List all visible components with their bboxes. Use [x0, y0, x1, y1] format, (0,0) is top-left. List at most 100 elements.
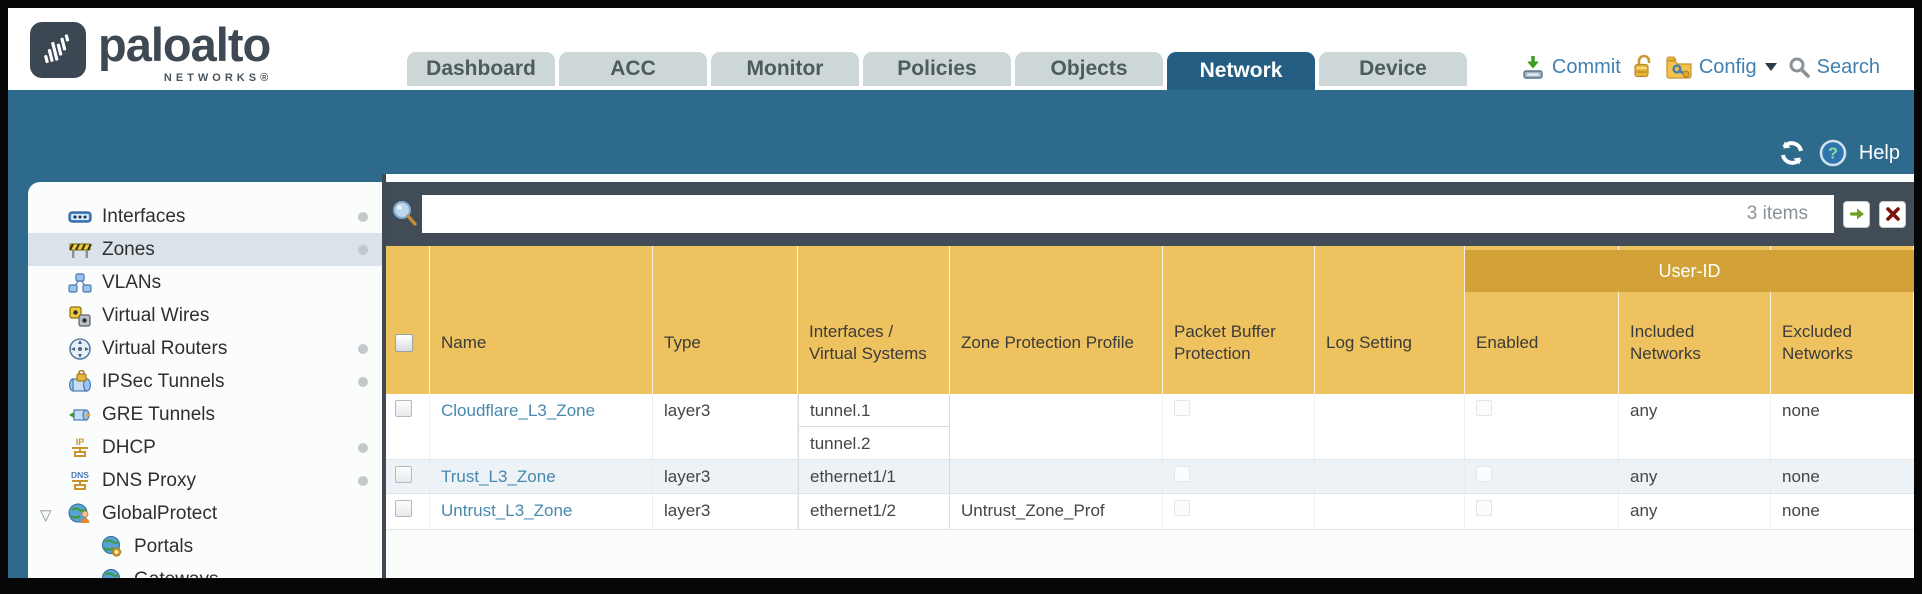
brand-subtitle: NETWORKS®: [163, 72, 273, 84]
svg-text:IP: IP: [76, 437, 85, 447]
tab-dashboard[interactable]: Dashboard: [407, 52, 555, 86]
header-excluded-networks[interactable]: Excluded Networks: [1771, 246, 1914, 394]
tab-device[interactable]: Device: [1319, 52, 1467, 86]
zone-protection-profile: [950, 394, 1163, 459]
sidebar-item-label: Portals: [134, 535, 194, 557]
tab-objects[interactable]: Objects: [1015, 52, 1163, 86]
header-log-setting[interactable]: Log Setting: [1315, 246, 1465, 394]
commit-label: Commit: [1551, 55, 1621, 78]
sidebar-item-label: DNS Proxy: [102, 469, 196, 491]
packet-buffer-checkbox[interactable]: [1174, 500, 1190, 516]
sidebar-item-label: Gateways: [134, 569, 218, 579]
interface-entry: tunnel.1: [799, 394, 949, 427]
svg-text:DNS: DNS: [71, 470, 89, 480]
excluded-networks: none: [1782, 467, 1820, 486]
zone-name-link[interactable]: Trust_L3_Zone: [441, 467, 556, 486]
sidebar-item-ipsec-tunnels[interactable]: IPSec Tunnels: [28, 365, 382, 398]
virtual-routers-icon: [68, 337, 92, 361]
header-select-all[interactable]: [386, 246, 430, 394]
sidebar-item-label: GRE Tunnels: [102, 403, 215, 425]
table-row: Trust_L3_Zone layer3 ethernet1/1 any non…: [386, 460, 1914, 494]
zone-name-link[interactable]: Untrust_L3_Zone: [441, 501, 573, 520]
row-checkbox[interactable]: [395, 466, 412, 483]
header-zone-protection-profile[interactable]: Zone Protection Profile: [950, 246, 1163, 394]
top-action-bar: Commit Config: [1520, 54, 1880, 80]
expander-triangle-icon[interactable]: ▽: [40, 507, 52, 524]
config-menu[interactable]: Config: [1665, 54, 1777, 80]
lock-icon[interactable]: [1631, 54, 1655, 80]
top-bar: paloalto NETWORKS® Dashboard ACC Monitor…: [8, 8, 1914, 90]
sidebar-item-globalprotect[interactable]: ▽ GlobalProtect: [28, 497, 382, 530]
zone-name-link[interactable]: Cloudflare_L3_Zone: [441, 401, 596, 420]
config-icon: [1666, 56, 1692, 79]
row-checkbox[interactable]: [395, 500, 412, 517]
header-included-networks[interactable]: Included Networks: [1619, 246, 1771, 394]
filter-bar: 3 items: [386, 182, 1914, 246]
sidebar-item-gateways[interactable]: Gateways: [28, 563, 382, 578]
network-sidebar: Interfaces Zones: [28, 182, 382, 578]
excluded-networks: none: [1782, 501, 1820, 520]
vlans-icon: [68, 271, 92, 295]
config-label: Config: [1698, 55, 1757, 78]
tab-monitor[interactable]: Monitor: [711, 52, 859, 86]
zone-protection-profile: Untrust_Zone_Prof: [950, 494, 1163, 529]
excluded-networks: none: [1782, 401, 1820, 420]
userid-enabled-checkbox[interactable]: [1476, 400, 1492, 416]
refresh-icon[interactable]: [1777, 138, 1807, 168]
red-x-icon: [1885, 207, 1900, 221]
filter-input[interactable]: [422, 195, 1834, 233]
userid-enabled-checkbox[interactable]: [1476, 500, 1492, 516]
header-name[interactable]: Name: [430, 246, 653, 394]
clear-filter-button[interactable]: [1879, 200, 1906, 228]
zone-protection-profile: [950, 460, 1163, 493]
sidebar-item-label: Interfaces: [102, 205, 186, 227]
packet-buffer-checkbox[interactable]: [1174, 466, 1190, 482]
sidebar-item-dhcp[interactable]: IP DHCP: [28, 431, 382, 464]
select-all-checkbox[interactable]: [395, 334, 413, 352]
interfaces-icon: [68, 205, 92, 229]
commit-icon: [1523, 56, 1543, 79]
sidebar-item-gre-tunnels[interactable]: GRE Tunnels: [28, 398, 382, 431]
paloalto-logo-icon: [30, 22, 86, 78]
brand-name: paloalto: [98, 18, 271, 71]
tab-policies[interactable]: Policies: [863, 52, 1011, 86]
sidebar-item-virtual-routers[interactable]: Virtual Routers: [28, 332, 382, 365]
interface-entry: ethernet1/2: [810, 501, 897, 520]
apply-filter-button[interactable]: [1843, 200, 1870, 228]
tab-network[interactable]: Network: [1167, 52, 1315, 90]
help-label: Help: [1858, 141, 1900, 164]
virtual-wires-icon: [68, 304, 92, 328]
search-menu[interactable]: Search: [1787, 55, 1880, 79]
zone-interfaces: tunnel.1 tunnel.2: [798, 394, 950, 459]
userid-enabled-checkbox[interactable]: [1476, 466, 1492, 482]
sidebar-item-label: Virtual Wires: [102, 304, 210, 326]
gateways-icon: [100, 568, 124, 578]
sidebar-item-zones[interactable]: Zones: [28, 233, 382, 266]
sidebar-item-label: GlobalProtect: [102, 502, 218, 524]
svg-text:?: ?: [1828, 146, 1838, 163]
sidebar-item-interfaces[interactable]: Interfaces: [28, 200, 382, 233]
sidebar-item-virtual-wires[interactable]: Virtual Wires: [28, 299, 382, 332]
table-header: Name Type Interfaces / Virtual Systems Z…: [386, 246, 1914, 394]
header-enabled[interactable]: Enabled: [1465, 246, 1619, 394]
log-setting: [1315, 494, 1465, 529]
sidebar-item-dns-proxy[interactable]: DNS DNS Proxy: [28, 464, 382, 497]
help-icon[interactable]: ?: [1819, 139, 1847, 167]
main-nav-tabs: Dashboard ACC Monitor Policies Objects N…: [407, 52, 1471, 90]
header-interfaces[interactable]: Interfaces / Virtual Systems: [798, 246, 950, 394]
zone-type: layer3: [653, 494, 798, 529]
item-dot: [358, 344, 368, 354]
sidebar-item-vlans[interactable]: VLANs: [28, 266, 382, 299]
dhcp-icon: IP: [68, 436, 92, 460]
header-packet-buffer-protection[interactable]: Packet Buffer Protection: [1163, 246, 1315, 394]
sidebar-item-portals[interactable]: Portals: [28, 530, 382, 563]
row-checkbox[interactable]: [395, 400, 412, 417]
tab-acc[interactable]: ACC: [559, 52, 707, 86]
commit-button[interactable]: Commit: [1520, 54, 1621, 80]
interface-entry: tunnel.2: [810, 434, 871, 453]
header-type[interactable]: Type: [653, 246, 798, 394]
item-dot: [358, 476, 368, 486]
packet-buffer-checkbox[interactable]: [1174, 400, 1190, 416]
gre-tunnels-icon: [68, 403, 92, 427]
zone-interfaces: ethernet1/1: [798, 460, 950, 493]
